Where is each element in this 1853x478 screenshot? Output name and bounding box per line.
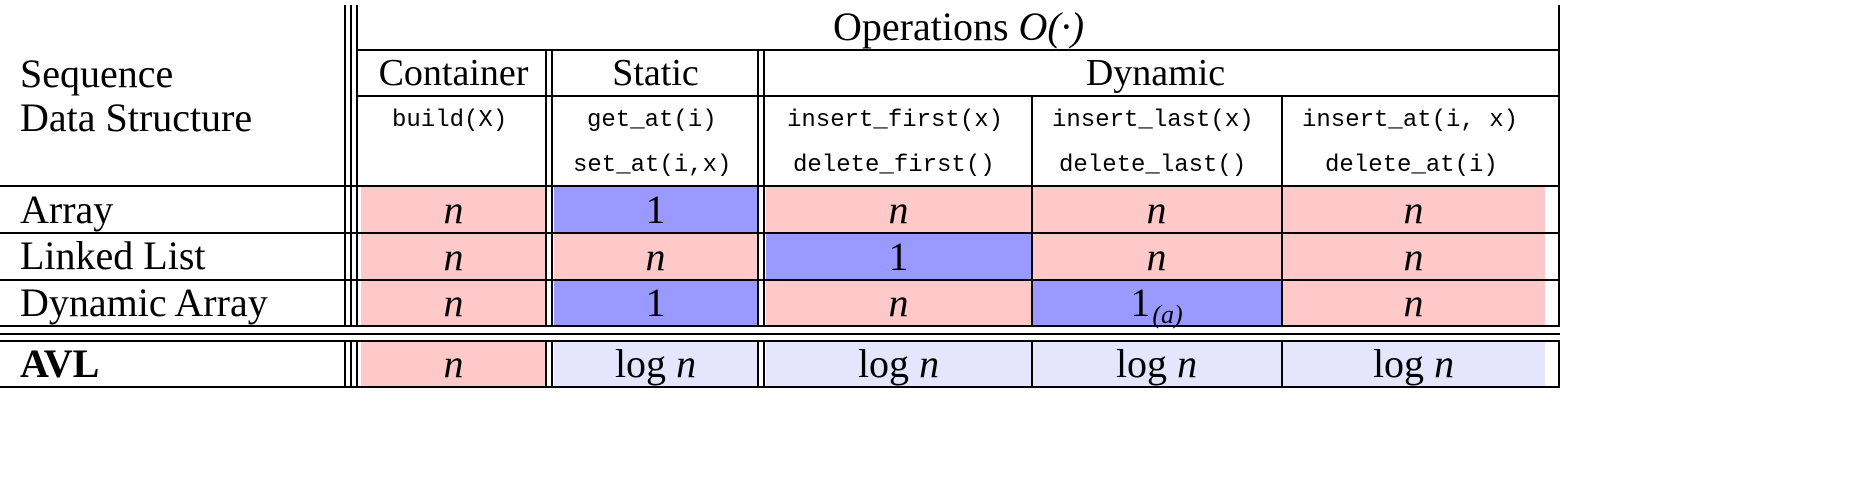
cell-value-n: n — [1434, 341, 1455, 386]
row-header-line1: Sequence — [20, 51, 174, 96]
cell-linked-list-insert-last: n — [1032, 233, 1281, 279]
op-build: build(X) — [392, 107, 508, 134]
cell-value: n — [443, 187, 464, 232]
row-label-linked-list: Linked List — [20, 233, 206, 278]
cell-array-build: n — [361, 187, 546, 232]
cell-value-n: n — [1177, 341, 1198, 386]
cell-value: n — [1403, 280, 1424, 325]
cell-dynamic-array-insert-last: 1(a) — [1032, 280, 1281, 329]
cell-value: n — [645, 233, 666, 279]
row-label-dynamic-array: Dynamic Array — [20, 280, 268, 325]
cell-dynamic-array-insert-at: n — [1282, 280, 1545, 325]
rule-v-container-avl-2 — [551, 340, 553, 387]
rule-v-right-avl — [1558, 340, 1560, 387]
rule-under-groups — [358, 95, 1560, 97]
rule-v-dyn-2-avl — [1281, 340, 1283, 387]
row-label-avl: AVL — [20, 341, 100, 386]
cell-dynamic-array-get-at: 1 — [554, 280, 757, 325]
rule-v-label-1 — [344, 5, 346, 326]
rule-v-container-avl-1 — [545, 340, 547, 387]
op-insert-last: insert_last(x) — [1052, 107, 1254, 134]
op-insert-first: insert_first(x) — [787, 107, 1004, 134]
cell-value: 1 — [888, 233, 909, 279]
rule-under-avl — [0, 386, 1560, 388]
rule-v-label-3 — [356, 5, 358, 326]
cell-value: 1 — [645, 187, 666, 232]
op-delete-at: delete_at(i) — [1325, 152, 1498, 179]
rule-under-dynamic-array-2 — [0, 333, 1560, 335]
rule-v-dyn-2 — [1281, 95, 1283, 326]
group-dynamic: Dynamic — [766, 51, 1545, 95]
group-container: Container — [361, 51, 546, 95]
cell-linked-list-insert-first: 1 — [766, 233, 1031, 279]
cell-linked-list-insert-at: n — [1282, 233, 1545, 279]
rule-v-static-1 — [757, 49, 759, 326]
cell-value: 1 — [1130, 280, 1151, 325]
operations-header-text: Operations — [833, 4, 1019, 49]
rule-under-dynamic-array-1 — [0, 325, 1560, 327]
cell-value-log: log — [1372, 341, 1425, 386]
cell-linked-list-build: n — [361, 233, 546, 279]
cell-value-n: n — [919, 341, 940, 386]
cell-array-insert-last: n — [1032, 187, 1281, 232]
row-header-line2: Data Structure — [20, 95, 253, 140]
cell-dynamic-array-build: n — [361, 280, 546, 325]
group-label: Dynamic — [1085, 52, 1226, 94]
cell-array-insert-at: n — [1282, 187, 1545, 232]
rule-v-static-avl-2 — [763, 340, 765, 387]
rule-under-header — [0, 185, 1560, 187]
rule-v-right — [1558, 5, 1560, 326]
cell-value-log: log — [1115, 341, 1168, 386]
rule-v-static-avl-1 — [757, 340, 759, 387]
cell-value: n — [888, 280, 909, 325]
cell-linked-list-get-at: n — [554, 233, 757, 279]
cell-value-n: n — [676, 341, 697, 386]
rule-v-label-avl-3 — [356, 340, 358, 387]
cell-array-insert-first: n — [766, 187, 1031, 232]
op-insert-at: insert_at(i, x) — [1302, 107, 1519, 134]
rule-v-dyn-1-avl — [1031, 340, 1033, 387]
rule-v-label-avl-1 — [344, 340, 346, 387]
rule-v-dyn-1 — [1031, 95, 1033, 326]
group-label: Static — [612, 52, 699, 94]
footnote-marker: (a) — [1152, 299, 1183, 329]
rule-v-label-avl-2 — [350, 340, 352, 387]
cell-value: n — [443, 341, 464, 386]
cell-value-log: log — [857, 341, 910, 386]
rule-under-ops-header — [358, 49, 1560, 51]
operations-header-math: O(·) — [1018, 4, 1085, 49]
operations-header: Operations O(·) — [833, 3, 1084, 50]
group-label: Container — [378, 52, 529, 94]
cell-value: n — [1146, 187, 1167, 232]
rule-under-array — [0, 232, 1560, 234]
rule-v-label-2 — [350, 5, 352, 326]
group-static: Static — [554, 51, 757, 95]
cell-dynamic-array-insert-first: n — [766, 280, 1031, 325]
cell-value: n — [1146, 233, 1167, 279]
cell-value: n — [1403, 187, 1424, 232]
rule-v-container-2 — [551, 49, 553, 326]
rule-v-static-2 — [763, 49, 765, 326]
op-get-at: get_at(i) — [587, 107, 717, 134]
cell-avl-build: n — [361, 341, 546, 386]
row-label-array: Array — [20, 187, 114, 232]
cell-value: n — [888, 187, 909, 232]
cell-value: 1 — [645, 280, 666, 325]
op-set-at: set_at(i,x) — [573, 152, 732, 179]
cell-array-get-at: 1 — [554, 187, 757, 232]
cell-value: n — [443, 280, 464, 325]
cell-value-log: log — [614, 341, 667, 386]
cell-value: n — [1403, 233, 1424, 279]
rule-under-linked-list — [0, 279, 1560, 281]
cell-value: n — [443, 233, 464, 279]
op-delete-first: delete_first() — [793, 152, 995, 179]
rule-v-container-1 — [545, 49, 547, 326]
op-delete-last: delete_last() — [1059, 152, 1247, 179]
rule-above-avl — [0, 340, 1560, 342]
